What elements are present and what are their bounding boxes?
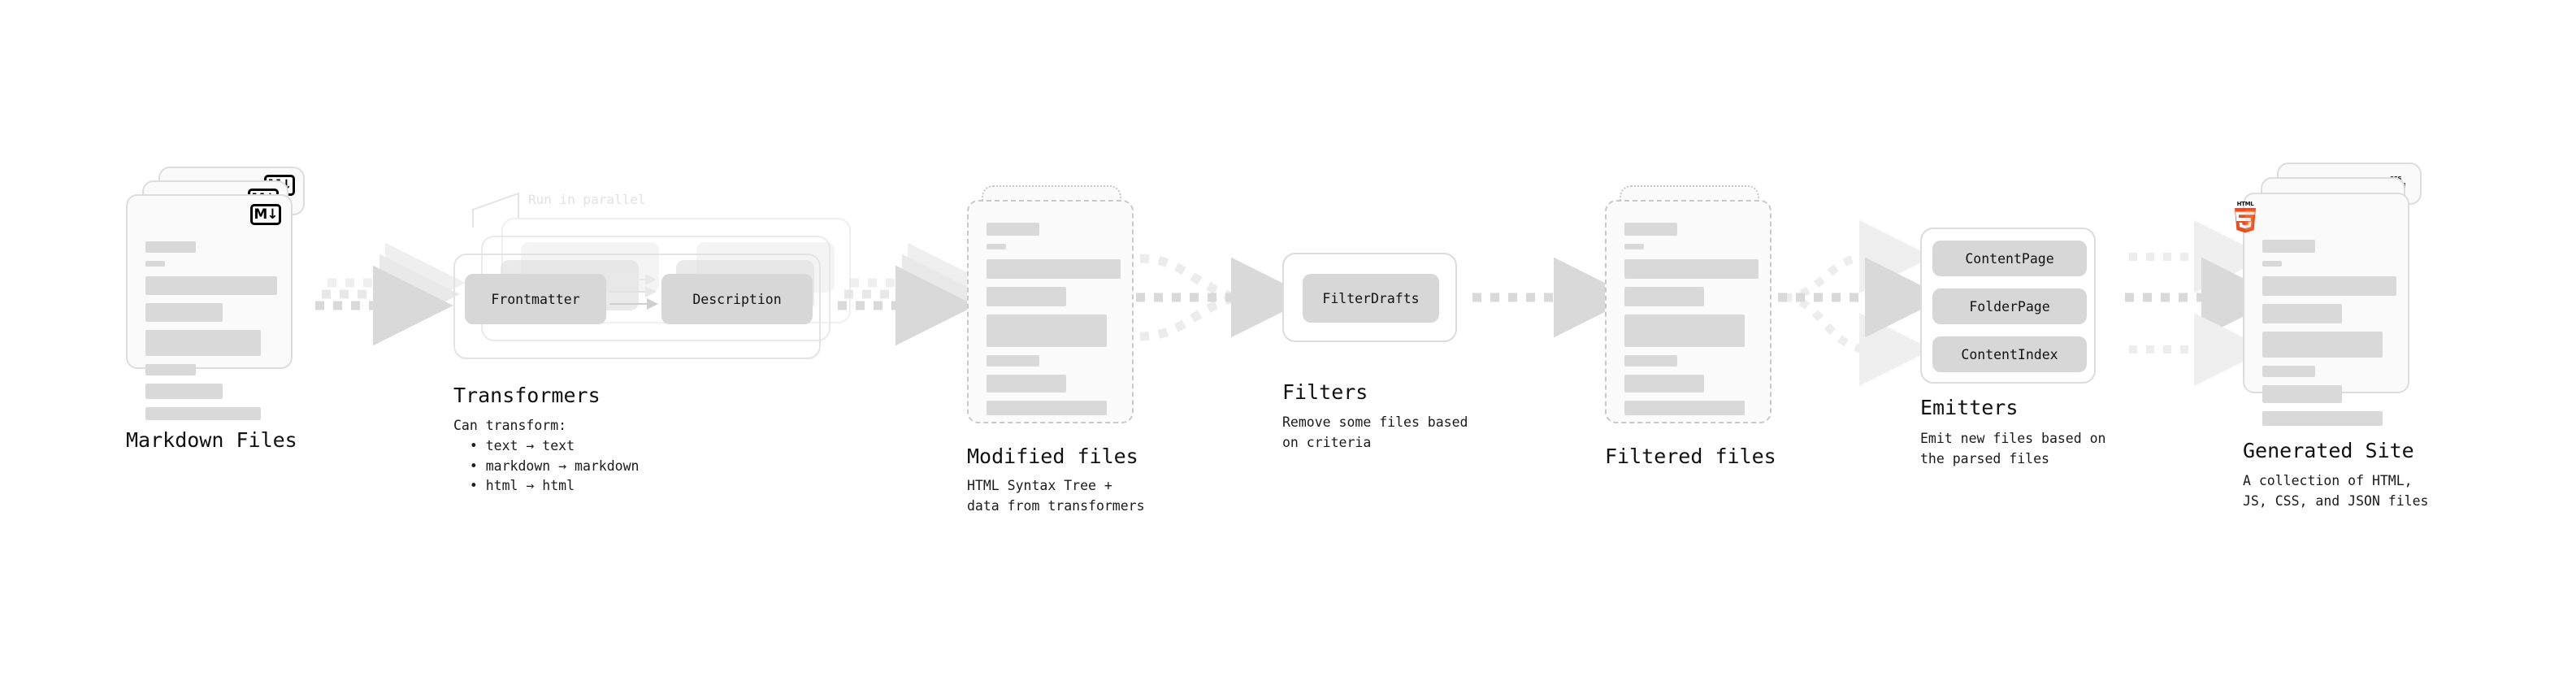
connector-filtered-to-emitters (1778, 220, 1945, 386)
run-in-parallel-label: Run in parallel (528, 192, 646, 207)
stage-title-modified-files: Modified files (967, 445, 1138, 468)
filters-box: FilterDrafts (1282, 253, 1457, 342)
connector-emitters-to-site (2125, 220, 2282, 386)
transformer-inner-arrows (609, 274, 658, 310)
transformers-layer-front: Frontmatter Description (453, 254, 821, 359)
stage-title-filtered-files: Filtered files (1605, 445, 1776, 468)
stage-title-emitters: Emitters (1920, 396, 2019, 419)
emitter-node-folderpage[interactable]: FolderPage (1932, 288, 2087, 324)
stage-caption-modified-files: HTML Syntax Tree + data from transformer… (967, 478, 1145, 514)
transformer-node-description[interactable]: Description (661, 274, 813, 324)
stage-title-markdown-files: Markdown Files (126, 428, 297, 452)
transformer-node-frontmatter[interactable]: Frontmatter (465, 274, 606, 324)
html5-icon: HTML (2233, 201, 2257, 233)
filter-node-filterdrafts[interactable]: FilterDrafts (1303, 274, 1439, 323)
markdown-file-front: M↓ (126, 194, 293, 420)
connector-modified-to-filters (1136, 254, 1312, 341)
emitters-box: ContentPage FolderPage ContentIndex (1920, 228, 2096, 384)
stage-title-filters: Filters (1282, 380, 1368, 404)
stage-caption-generated-site: A collection of HTML, JS, CSS, and JSON … (2243, 473, 2429, 509)
emitter-node-contentindex[interactable]: ContentIndex (1932, 336, 2087, 372)
filtered-file-front (1605, 200, 1772, 423)
modified-file-front (967, 200, 1134, 423)
generated-file-html: HTML (2235, 193, 2409, 426)
stage-caption-filters: Remove some files based on criteria (1282, 414, 1468, 450)
connector-markdown-to-transformers (315, 242, 466, 346)
stage-title-generated-site: Generated Site (2243, 439, 2414, 462)
modified-file-body (987, 223, 1121, 423)
stage-caption-emitters: Emit new files based on the parsed files (1920, 431, 2106, 466)
stage-title-transformers: Transformers (453, 384, 601, 407)
markdown-file-body (145, 241, 277, 428)
generated-file-body (2262, 240, 2396, 434)
filtered-file-body (1624, 223, 1759, 423)
markdown-icon: M↓ (250, 204, 281, 225)
stage-caption-transformers: Can transform: • text → text • markdown … (453, 418, 640, 494)
emitter-node-contentpage[interactable]: ContentPage (1932, 241, 2087, 276)
